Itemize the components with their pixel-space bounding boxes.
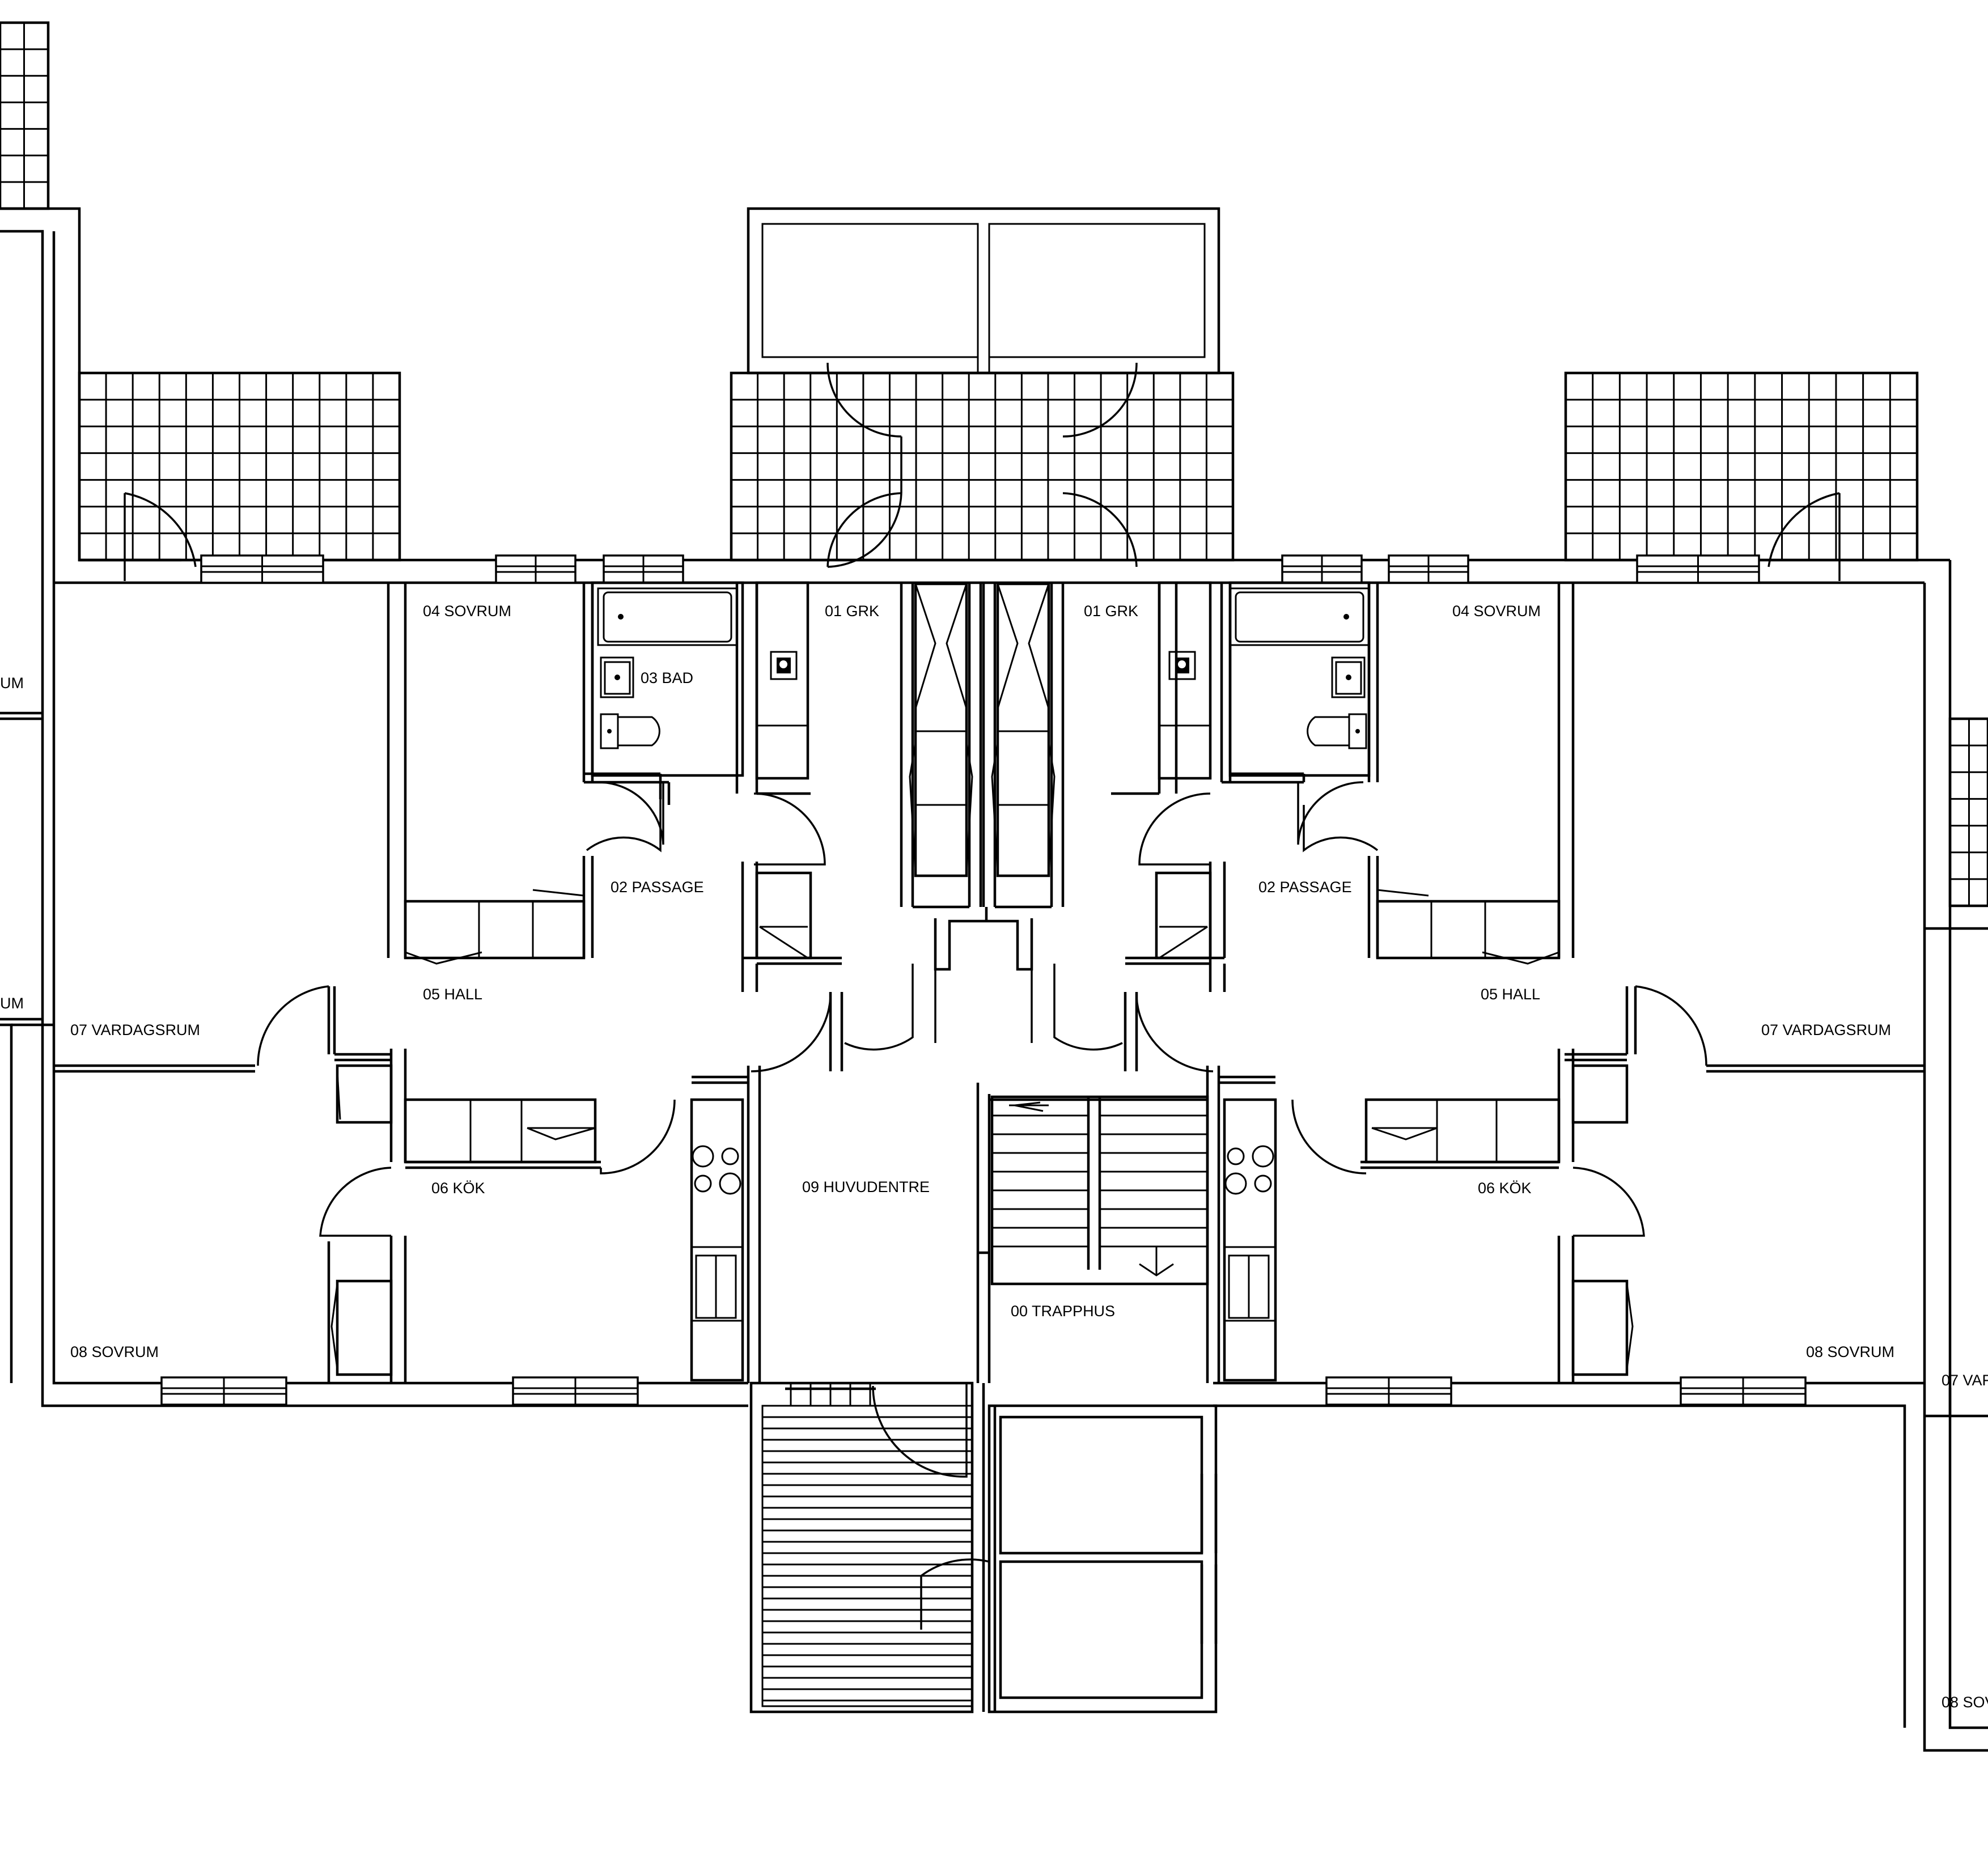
windows: [160, 554, 1807, 1406]
balcony-grid-far-right: [1948, 717, 1988, 908]
room-label-edge-top-left: UM: [0, 675, 24, 692]
room-label-kok-right: 06 KÖK: [1478, 1180, 1532, 1197]
central-balcony: [747, 207, 1220, 375]
doors: [124, 362, 1841, 1630]
room-label-vardagsrum-left: 07 VARDAGSRUM: [70, 1021, 200, 1038]
interior-walls: [54, 583, 1925, 1383]
room-label-edge-mid-left: UM: [0, 995, 24, 1012]
staircase: [990, 1095, 1209, 1286]
window-top-4: [1388, 554, 1469, 584]
window-top-1: [495, 554, 577, 584]
room-label-sovrum08-left: 08 SOVRUM: [70, 1343, 159, 1360]
room-label-edge-right-08: 08 SOV: [1942, 1694, 1988, 1711]
room-label-trapphus: 00 TRAPPHUS: [1011, 1303, 1115, 1320]
window-bottom-0: [160, 1376, 287, 1406]
balcony-grid-center: [730, 371, 1235, 562]
window-top-0: [200, 554, 324, 584]
window-bottom-3: [1680, 1376, 1807, 1406]
window-top-2: [603, 554, 684, 584]
room-label-edge-right-07: 07 VAF: [1942, 1372, 1988, 1389]
fixtures: [330, 581, 1634, 1382]
room-label-passage-left: 02 PASSAGE: [611, 879, 704, 896]
window-top-3: [1281, 554, 1363, 584]
room-label-sovrum04-left: 04 SOVRUM: [423, 603, 511, 620]
balcony-grid-right: [1564, 371, 1919, 562]
room-label-sovrum04-right: 04 SOVRUM: [1452, 603, 1541, 620]
balcony-grid-left: [78, 371, 401, 562]
room-label-hall-right: 05 HALL: [1481, 986, 1540, 1003]
window-bottom-2: [1325, 1376, 1452, 1406]
room-label-grk-left: 01 GRK: [825, 603, 879, 620]
balcony-grid-far-left: [0, 21, 50, 210]
window-bottom-1: [512, 1376, 639, 1406]
entrance-steps: [749, 1381, 1218, 1714]
room-label-kok-left: 06 KÖK: [431, 1180, 485, 1197]
room-label-grk-right: 01 GRK: [1084, 603, 1138, 620]
room-label-vardagsrum-right: 07 VARDAGSRUM: [1761, 1021, 1891, 1038]
room-labels: 01 GRK 01 GRK 04 SOVRUM 04 SOVRUM 03 BAD…: [0, 603, 1988, 1711]
window-top-5: [1636, 554, 1760, 584]
room-label-sovrum08-right: 08 SOVRUM: [1806, 1343, 1894, 1360]
room-label-passage-right: 02 PASSAGE: [1258, 879, 1352, 896]
room-label-huvudentre: 09 HUVUDENTRE: [802, 1178, 930, 1195]
room-label-hall-left: 05 HALL: [423, 986, 482, 1003]
room-label-bad: 03 BAD: [641, 669, 693, 686]
